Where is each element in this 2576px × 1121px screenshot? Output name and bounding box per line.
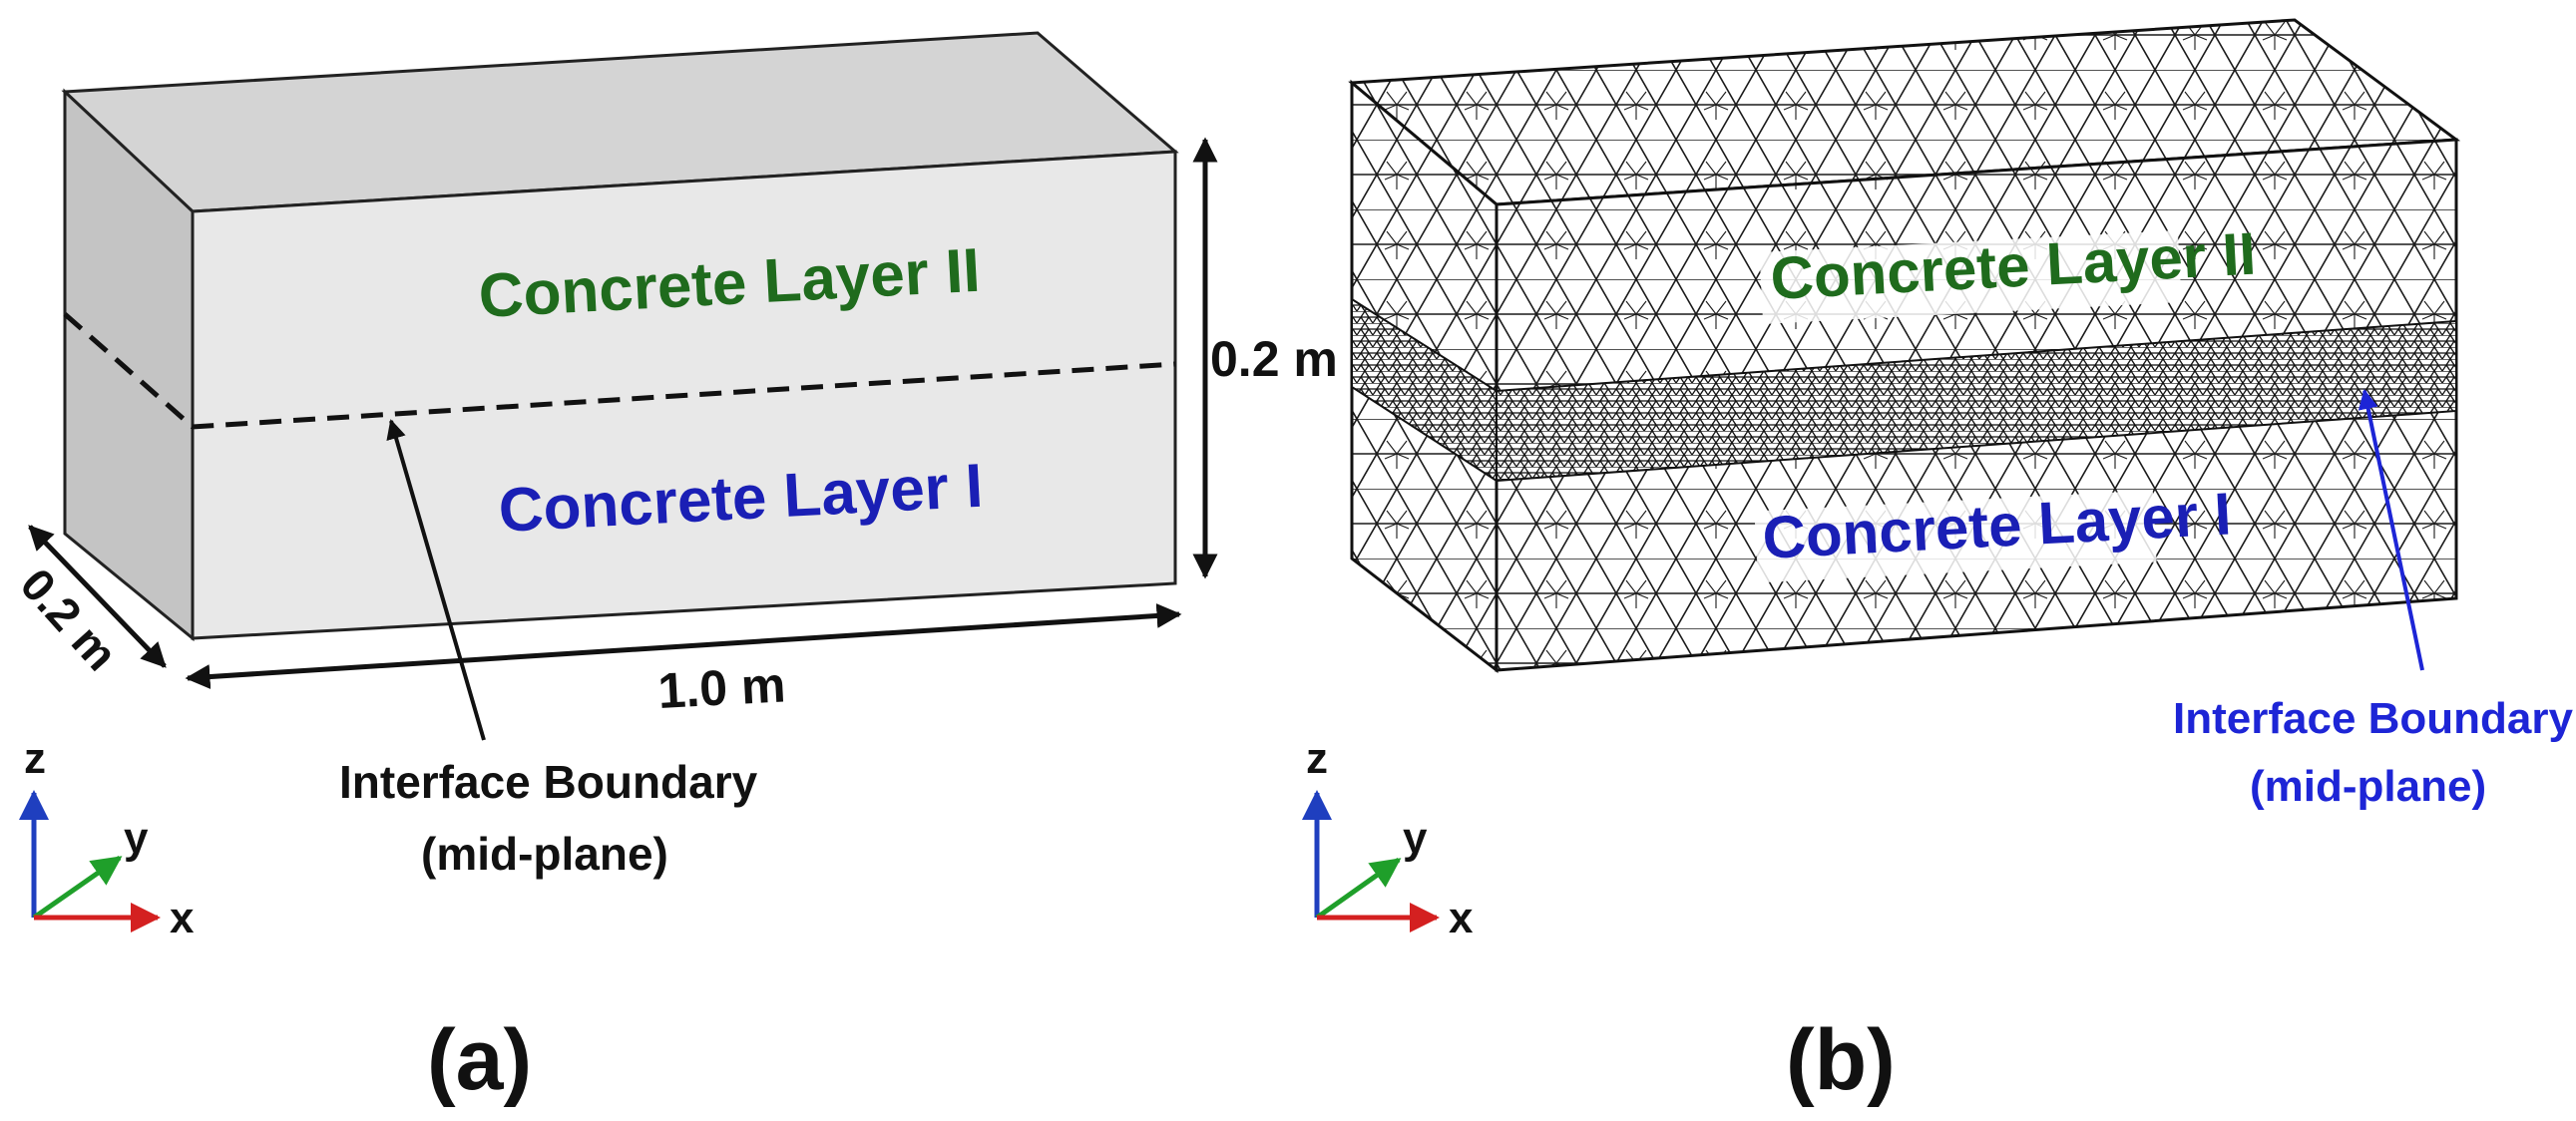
panel-a-caption: (a): [427, 1012, 532, 1108]
depth-dimension-arrow: [28, 525, 167, 668]
refined-mesh-band-side: [1351, 297, 1498, 483]
height-dimension-label: 0.2 m: [1210, 331, 1338, 387]
layer-i-label-backing: [1754, 490, 2157, 583]
interface-boundary-label: Interface Boundary: [339, 756, 758, 808]
interface-dashed-line: [63, 312, 1176, 430]
y-axis-label: y: [124, 814, 149, 863]
x-axis-label-b: x: [1449, 894, 1474, 942]
x-axis-label: x: [170, 894, 195, 942]
interface-pointer-arrow-b: [2358, 389, 2424, 671]
axes-triad-b: z y x: [1302, 734, 1474, 942]
layer-ii-label-backing: [1759, 230, 2182, 324]
depth-dimension-label: 0.2 m: [11, 559, 128, 680]
panel-b: Concrete Layer II Concrete Layer I Inter…: [1302, 18, 2574, 1108]
length-dimension-arrow: [185, 602, 1182, 690]
z-axis-label: z: [24, 734, 46, 783]
axes-triad-a: z y x: [19, 734, 195, 942]
interface-pointer-arrow: [386, 419, 486, 741]
interface-boundary-label-b: Interface Boundary: [2173, 694, 2574, 743]
panel-b-caption: (b): [1786, 1012, 1896, 1108]
interface-midplane-label-b: (mid-plane): [2250, 762, 2486, 811]
panel-a: Concrete Layer II Concrete Layer I 0.2 m…: [11, 31, 1338, 1108]
y-axis-arrow-b: [1315, 857, 1402, 921]
z-axis-label-b: z: [1306, 734, 1328, 783]
y-axis-label-b: y: [1403, 814, 1428, 863]
length-dimension-label: 1.0 m: [656, 656, 787, 719]
y-axis-arrow: [32, 855, 123, 921]
interface-midplane-label: (mid-plane): [421, 828, 668, 880]
